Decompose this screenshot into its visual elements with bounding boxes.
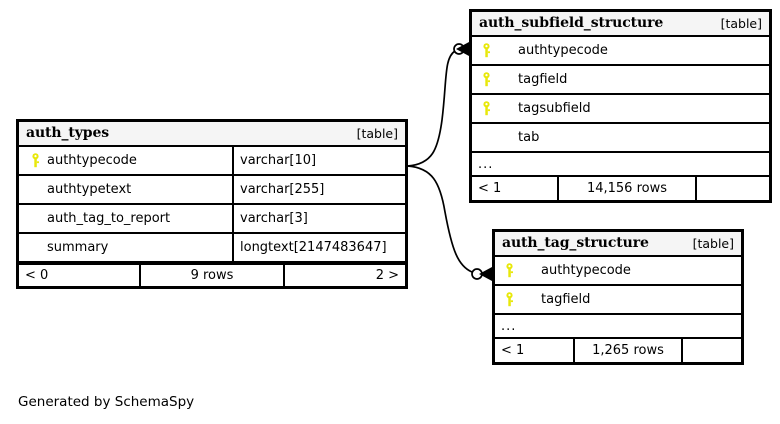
column-name-cell: tagfield bbox=[495, 286, 741, 313]
crowsfoot-arrow bbox=[456, 42, 469, 56]
column-name-cell: authtypetext bbox=[19, 176, 232, 203]
table-type-tag: [table] bbox=[720, 15, 762, 31]
footer-row-count: 14,156 rows bbox=[557, 177, 697, 200]
column-name: authtypecode bbox=[518, 43, 608, 58]
primary-key-icon bbox=[499, 263, 519, 278]
table-row[interactable]: authtypecode varchar[10] bbox=[19, 147, 405, 176]
column-type: longtext[2147483647] bbox=[232, 234, 405, 261]
more-columns-ellipsis[interactable]: ... bbox=[495, 315, 741, 339]
table-row[interactable]: tagfield bbox=[495, 286, 741, 315]
footer-child-count[interactable] bbox=[683, 339, 741, 362]
column-type: varchar[3] bbox=[232, 205, 405, 232]
column-name-cell: authtypecode bbox=[495, 257, 741, 284]
table-type-tag: [table] bbox=[356, 125, 398, 141]
column-name: tagfield bbox=[518, 72, 568, 87]
table-title: auth_subfield_structure bbox=[479, 15, 664, 31]
table-title: auth_types bbox=[26, 125, 110, 141]
table-footer: < 1 1,265 rows bbox=[495, 339, 741, 362]
column-type: varchar[10] bbox=[232, 147, 405, 174]
table-footer: < 0 9 rows 2 > bbox=[19, 263, 405, 286]
footer-parent-count[interactable]: < 1 bbox=[478, 181, 502, 196]
column-name: summary bbox=[47, 240, 109, 255]
primary-key-icon bbox=[476, 101, 496, 116]
column-name: tagsubfield bbox=[518, 101, 591, 116]
table-row[interactable]: tagfield bbox=[472, 66, 769, 95]
column-name-cell: authtypecode bbox=[472, 37, 769, 64]
table-header-auth_subfield_structure: auth_subfield_structure [table] bbox=[472, 12, 769, 37]
column-type: varchar[255] bbox=[232, 176, 405, 203]
table-header-auth_types: auth_types [table] bbox=[19, 122, 405, 147]
table-row[interactable]: auth_tag_to_report varchar[3] bbox=[19, 205, 405, 234]
table-row[interactable]: tagsubfield bbox=[472, 95, 769, 124]
column-name-cell: tagsubfield bbox=[472, 95, 769, 122]
table-row[interactable]: authtypecode bbox=[472, 37, 769, 66]
crowsfoot-arrow bbox=[479, 267, 492, 281]
column-name-cell: summary bbox=[19, 234, 232, 261]
column-name-cell: auth_tag_to_report bbox=[19, 205, 232, 232]
generated-by-caption: Generated by SchemaSpy bbox=[18, 394, 195, 410]
column-name: authtypetext bbox=[47, 182, 132, 197]
table-type-tag: [table] bbox=[692, 235, 734, 251]
primary-key-icon bbox=[476, 72, 496, 87]
footer-row-count: 9 rows bbox=[139, 265, 285, 286]
primary-key-icon bbox=[25, 153, 45, 168]
relationship-auth_types-to-auth_subfield_structure bbox=[407, 42, 469, 167]
table-row[interactable]: authtypecode bbox=[495, 257, 741, 286]
column-name: tab bbox=[518, 130, 540, 145]
footer-parent-count[interactable]: < 1 bbox=[501, 343, 525, 358]
column-name: authtypecode bbox=[47, 153, 137, 168]
table-row[interactable]: summary longtext[2147483647] bbox=[19, 234, 405, 263]
column-name-cell: authtypecode bbox=[19, 147, 232, 174]
table-title: auth_tag_structure bbox=[502, 235, 649, 251]
column-name: auth_tag_to_report bbox=[47, 211, 171, 226]
column-name: tagfield bbox=[541, 292, 591, 307]
table-row[interactable]: tab bbox=[472, 124, 769, 153]
column-name-cell: tagfield bbox=[472, 66, 769, 93]
primary-key-icon bbox=[499, 292, 519, 307]
column-name-cell: tab bbox=[472, 124, 769, 151]
footer-parent-count[interactable]: < 0 bbox=[25, 268, 49, 283]
primary-key-icon bbox=[476, 43, 496, 58]
table-footer: < 1 14,156 rows bbox=[472, 177, 769, 200]
zero-cardinality-circle bbox=[453, 43, 465, 55]
table-auth_tag_structure[interactable]: auth_tag_structure [table] authtypecode bbox=[492, 229, 744, 365]
footer-row-count: 1,265 rows bbox=[573, 339, 683, 362]
table-row[interactable]: authtypetext varchar[255] bbox=[19, 176, 405, 205]
column-name: authtypecode bbox=[541, 263, 631, 278]
footer-child-count[interactable]: 2 > bbox=[375, 268, 399, 283]
table-auth_subfield_structure[interactable]: auth_subfield_structure [table] authtype… bbox=[469, 9, 772, 203]
footer-child-count[interactable] bbox=[697, 177, 769, 200]
more-columns-ellipsis[interactable]: ... bbox=[472, 153, 769, 177]
table-header-auth_tag_structure: auth_tag_structure [table] bbox=[495, 232, 741, 257]
table-auth_types[interactable]: auth_types [table] authtypecode varchar[… bbox=[16, 119, 408, 289]
zero-cardinality-circle bbox=[471, 268, 483, 280]
